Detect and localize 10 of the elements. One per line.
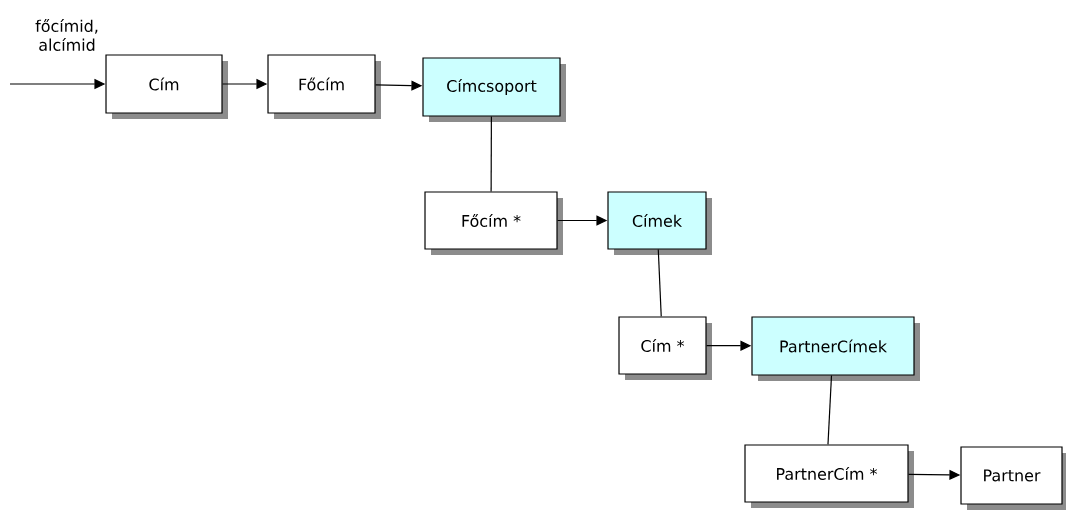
group-box: Címek — [607, 191, 712, 255]
group-box: Címcsoport — [422, 57, 566, 122]
entity-box: Főcím — [267, 54, 381, 119]
entity-box: PartnerCím * — [744, 444, 914, 508]
group-box: PartnerCímek — [751, 316, 920, 381]
entity-box: Cím * — [618, 316, 712, 380]
edge-label: főcímid, alcímid — [26, 18, 108, 52]
entity-box: Cím — [105, 54, 228, 119]
entity-box: Partner — [960, 446, 1066, 510]
entity-box: Főcím * — [424, 191, 563, 255]
